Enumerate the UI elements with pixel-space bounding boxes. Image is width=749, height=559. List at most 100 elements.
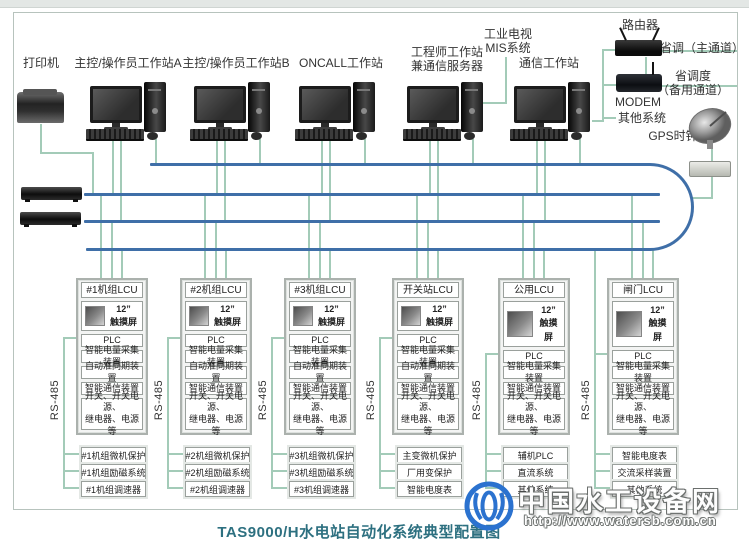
rs485-stub — [594, 470, 613, 472]
lcu-net-drop — [543, 250, 545, 278]
cabinet-device-row: 智能电量采集装置 — [612, 361, 674, 383]
tower-icon — [248, 82, 270, 132]
rs485-label: RS-485 — [153, 379, 165, 421]
rs485-bus-line — [271, 338, 273, 489]
lcu-net-drop — [121, 250, 123, 278]
touchscreen-icon — [401, 306, 421, 326]
router-modem-link — [645, 57, 647, 75]
mis-link — [505, 57, 507, 104]
tower-icon — [568, 82, 590, 132]
keyboard-icon — [510, 129, 568, 141]
router-label: 路由器 — [621, 18, 658, 32]
touchscreen-size: 12” — [324, 303, 339, 314]
ws-net-drop — [329, 138, 331, 222]
rs485-stub — [594, 353, 607, 355]
touchscreen-icon — [85, 306, 105, 326]
rs485-stub — [485, 453, 504, 455]
mis-link — [483, 102, 507, 104]
cabinet-title: 开关站LCU — [397, 282, 459, 298]
lcu-net-drop — [416, 195, 418, 278]
rs485-stub — [167, 470, 186, 472]
rs485-stub — [594, 453, 613, 455]
keyboard-icon — [190, 129, 248, 141]
gps-receiver-link — [711, 176, 713, 199]
keyboard-icon — [403, 129, 461, 141]
ws-net-drop — [536, 138, 538, 195]
monitor-base — [421, 127, 445, 130]
cabinet-title: 闸门LCU — [612, 282, 674, 298]
printer-link — [92, 152, 94, 195]
cabinet-device-row: 开关、开关电源、 继电器、电源等 — [397, 391, 459, 436]
touchscreen-size: 12” — [650, 304, 665, 315]
ws-net-drop — [429, 138, 431, 195]
touchscreen-icon — [507, 311, 533, 337]
rs485-stub — [485, 470, 504, 472]
ethernet-bus-b — [84, 193, 660, 196]
rs485-stub — [485, 487, 504, 489]
external-device-box: 智能电度表 — [397, 481, 462, 497]
tower-icon — [461, 82, 483, 132]
printer-link — [40, 152, 94, 154]
monitor-stand — [429, 123, 437, 127]
rs485-bus-line — [167, 338, 169, 489]
rs485-bus-line — [594, 354, 596, 489]
lcu-net-drop — [522, 195, 524, 278]
monitor-icon — [407, 86, 459, 123]
rs485-stub — [271, 453, 290, 455]
external-device-box: #3机组微机保护 — [289, 447, 354, 463]
rs485-bus-line — [379, 338, 381, 489]
watermark-site-name: 中国水工设备网 — [518, 487, 721, 517]
cabinet-device-row: 智能电量采集装置 — [289, 345, 351, 367]
touchscreen-label: 12”触摸屏 — [108, 303, 139, 330]
cabinet-device-row: 自动准同期装置 — [397, 361, 459, 383]
mouse-icon — [251, 132, 262, 140]
external-device-box: 其他系统 — [503, 481, 568, 497]
tower-icon — [144, 82, 166, 132]
router-icon — [615, 40, 662, 56]
mouse-icon — [464, 132, 475, 140]
cabinet-title: #2机组LCU — [185, 282, 247, 298]
touchscreen-name: 触摸屏 — [425, 317, 453, 327]
main-channel-line — [662, 50, 737, 52]
modem-antenna — [652, 62, 654, 75]
cabinet-title: #3机组LCU — [289, 282, 351, 298]
rs485-stub — [63, 487, 82, 489]
mis-system-label: 工业电视 MIS系统 — [483, 27, 532, 56]
modem-label: MODEM — [615, 95, 661, 109]
main-channel-label: 省调（主通道） — [660, 41, 745, 55]
other-systems-stub — [602, 117, 616, 119]
mouse-icon — [356, 132, 367, 140]
lcu-net-drop — [100, 195, 102, 278]
cabinet-device-row: 开关、开关电源、 继电器、电源等 — [185, 391, 247, 436]
rs485-bus-line — [63, 338, 65, 489]
rs485-stub — [167, 453, 186, 455]
network-switch-icon — [21, 187, 82, 202]
external-device-box: 交流采样装置 — [612, 464, 677, 480]
ws-net-drop — [544, 138, 546, 222]
touchscreen-label: 12”触摸屏 — [212, 303, 243, 330]
rs485-stub — [63, 470, 82, 472]
monitor-stand — [536, 123, 544, 127]
external-device-box: #2机组微机保护 — [185, 447, 250, 463]
monitor-base — [313, 127, 337, 130]
rs485-stub — [485, 353, 498, 355]
touchscreen-icon — [616, 311, 642, 337]
workstation-b-label: 主控/操作员工作站B — [182, 56, 290, 70]
touchscreen-name: 触摸屏 — [109, 317, 137, 327]
external-device-box: 辅机PLC — [503, 447, 568, 463]
engineer-workstation-label: 工程师工作站 兼通信服务器 — [410, 45, 483, 74]
touchscreen-icon — [293, 306, 313, 326]
cabinet-device-row: 智能通信装置 — [503, 382, 565, 395]
ws-net-drop — [364, 139, 366, 164]
rs485-stub — [379, 487, 398, 489]
rs485-label: RS-485 — [365, 379, 377, 421]
router-stub — [602, 49, 617, 51]
external-device-box: #1机组调速器 — [81, 481, 146, 497]
ethernet-bus-c — [84, 220, 660, 223]
cabinet-title: #1机组LCU — [81, 282, 143, 298]
modem-stub — [602, 84, 618, 86]
gps-receiver-link — [691, 197, 713, 199]
monitor-base — [528, 127, 552, 130]
external-device-box: #2机组调速器 — [185, 481, 250, 497]
